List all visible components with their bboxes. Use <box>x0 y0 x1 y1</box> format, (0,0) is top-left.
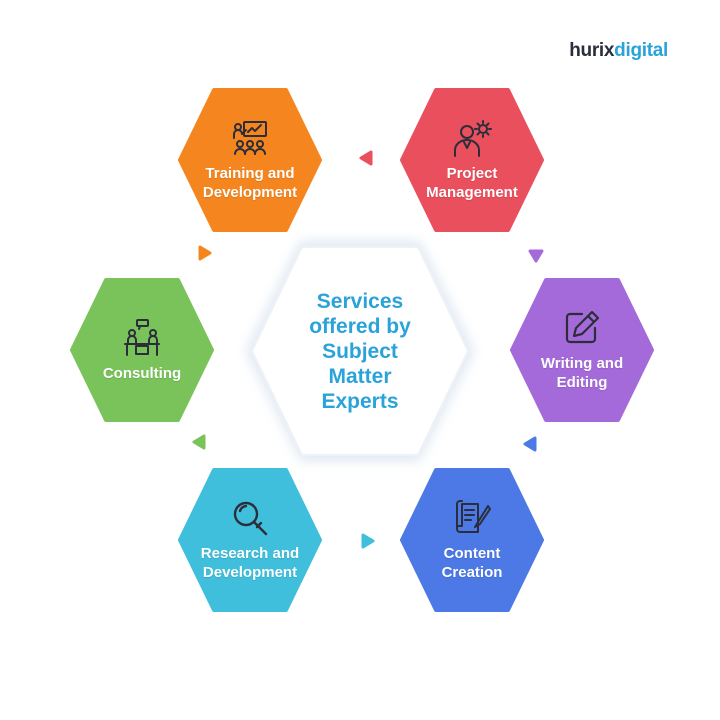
presentation-icon <box>230 118 270 158</box>
manager-gear-icon <box>452 118 492 158</box>
service-label-consulting: Consulting <box>102 364 182 382</box>
connector-arrow-right-icon <box>361 533 375 549</box>
connector-arrow-down-left-icon <box>523 436 537 452</box>
service-hexagon-writing: Writing and Editing <box>510 278 654 422</box>
logo-part-hurix: hurix <box>569 40 615 61</box>
connector-arrow-left-icon <box>359 150 373 166</box>
service-label-content-creation: Content Creation <box>441 545 503 581</box>
service-hexagon-content-creation: Content Creation <box>400 468 544 612</box>
hexagon-shape <box>70 278 214 422</box>
service-hexagon-research: Research and Development <box>178 468 322 612</box>
hexagon-shape <box>400 468 544 612</box>
service-label-research: Research and Development <box>200 545 300 581</box>
hexagon-shape <box>510 278 654 422</box>
center-hexagon-shape <box>246 241 474 461</box>
connector-arrow-up-right-icon <box>198 245 212 261</box>
document-quill-icon <box>452 498 492 538</box>
edit-pencil-icon <box>562 308 602 348</box>
service-label-training: Training and Development <box>202 165 298 201</box>
connector-arrow-down-icon <box>528 249 544 263</box>
consulting-desk-icon <box>122 318 162 358</box>
hexagon-shape <box>400 88 544 232</box>
hexagon-shape <box>178 468 322 612</box>
hexagon-shape <box>178 88 322 232</box>
brand-logo: hurixdigital <box>569 40 668 62</box>
service-hexagon-training: Training and Development <box>178 88 322 232</box>
service-hexagon-consulting: Consulting <box>70 278 214 422</box>
service-label-writing: Writing and Editing <box>540 355 624 391</box>
magnifier-icon <box>230 498 270 538</box>
center-title: Services offered by Subject Matter Exper… <box>309 289 411 413</box>
service-hexagon-project-management: Project Management <box>400 88 544 232</box>
connector-arrow-up-left-icon <box>192 434 206 450</box>
center-hexagon: Services offered by Subject Matter Exper… <box>242 233 478 469</box>
logo-part-digital: digital <box>614 40 668 61</box>
service-label-project-management: Project Management <box>426 165 518 201</box>
